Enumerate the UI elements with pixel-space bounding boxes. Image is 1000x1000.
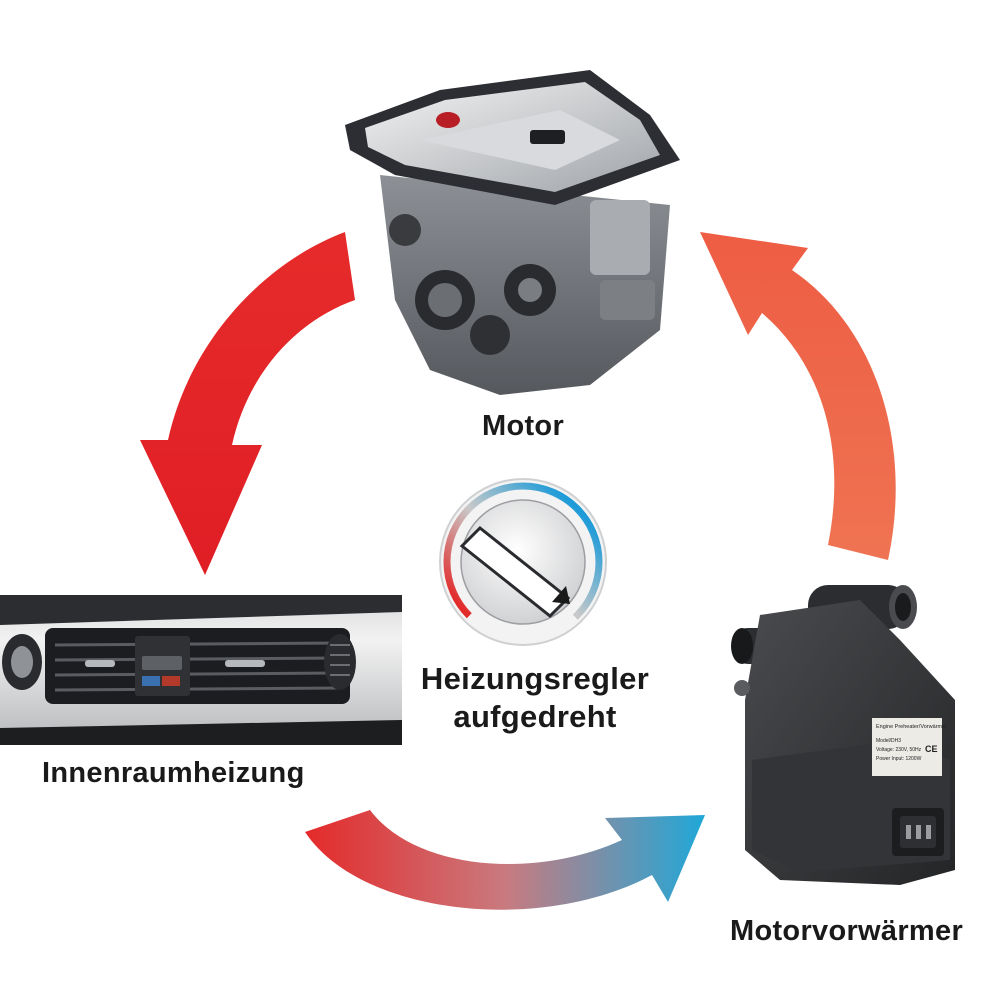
svg-text:Engine Preheater/Vorwärmer: Engine Preheater/Vorwärmer xyxy=(876,724,947,730)
engine-preheater-label: Motorvorwärmer xyxy=(730,915,964,947)
interior-heating-label: Innenraumheizung xyxy=(42,757,305,789)
arrow-motor-to-interior xyxy=(140,232,355,575)
heater-control-label: Heizungsregler aufgedreht xyxy=(395,660,675,736)
temperature-dial-icon xyxy=(439,478,607,646)
arrow-interior-to-preheater xyxy=(305,810,705,910)
arrow-preheater-to-motor xyxy=(700,232,896,560)
device-rating-label: Engine Preheater/Vorwärmer Model/DH3 Vol… xyxy=(872,718,947,776)
engine-image xyxy=(345,70,680,395)
svg-text:Power Input: 1200W: Power Input: 1200W xyxy=(876,756,922,762)
dashboard-vent-image xyxy=(0,595,402,745)
heater-control-label-line2: aufgedreht xyxy=(453,699,617,734)
svg-text:Voltage: 230V, 50Hz: Voltage: 230V, 50Hz xyxy=(876,747,922,753)
heater-device-image: Engine Preheater/Vorwärmer Model/DH3 Vol… xyxy=(731,585,955,885)
svg-text:CE: CE xyxy=(925,744,938,754)
svg-text:Model/DH3: Model/DH3 xyxy=(876,738,901,744)
motor-label: Motor xyxy=(482,410,565,442)
heater-control-label-line1: Heizungsregler xyxy=(420,661,650,696)
